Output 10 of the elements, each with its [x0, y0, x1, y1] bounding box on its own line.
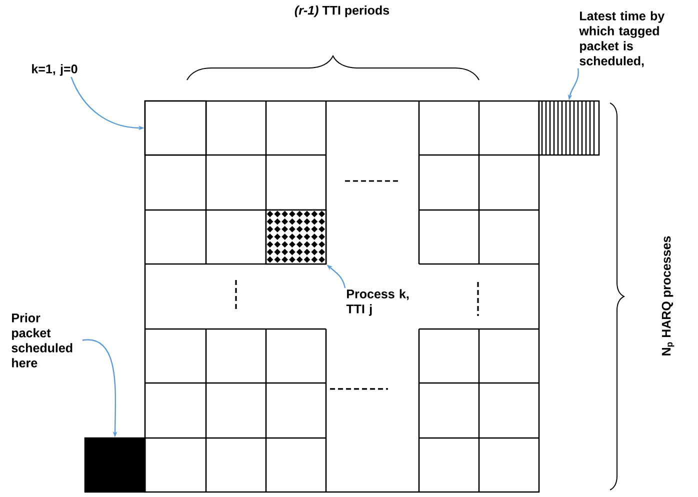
brace-label: (r-1) TTI periods [294, 6, 390, 18]
grid-cell [144, 100, 207, 156]
callout-text: Prior packet scheduled here [12, 313, 72, 368]
brace-label: N$_{p}$ HARQ processes [662, 236, 674, 356]
callout-text: k=1, j=0 [32, 64, 78, 76]
filled-cell [84, 437, 146, 493]
callout-text: Process k, TTI j [346, 289, 409, 316]
hatched-cell [538, 100, 600, 156]
dotted-cell [265, 209, 327, 265]
callout-text: Latest time by which tagged packet is scheduled, [579, 11, 665, 68]
